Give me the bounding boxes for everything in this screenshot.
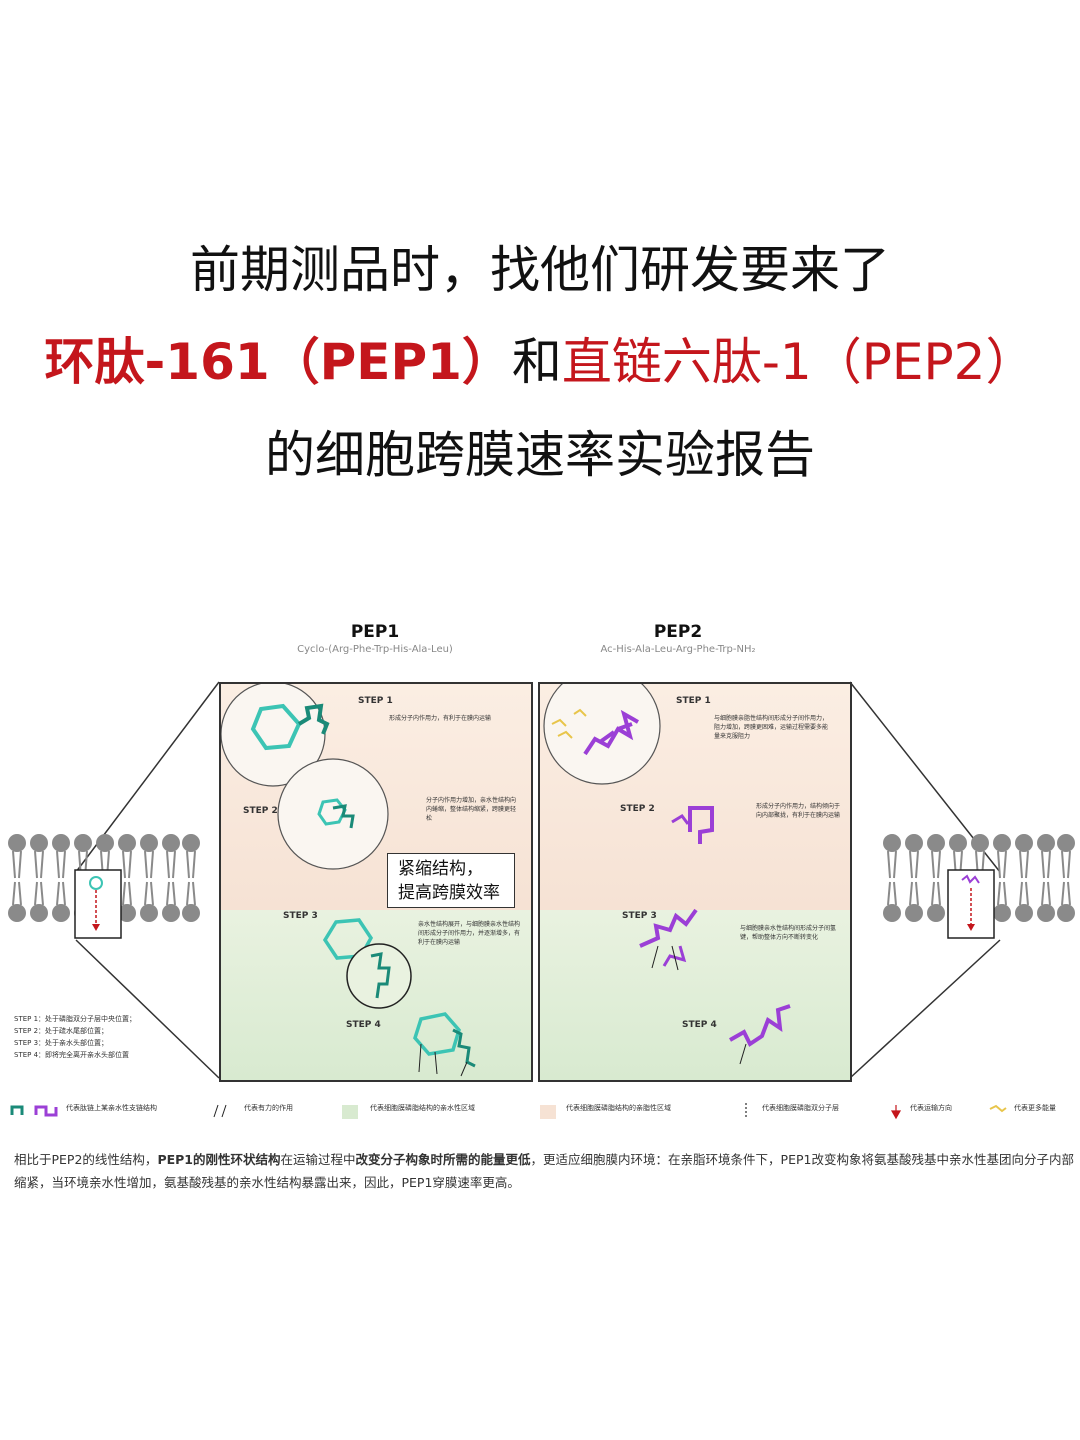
conclusion-emphasis: PEP1的刚性环状结构: [157, 1152, 281, 1167]
heading-pep1-name: 环肽-161（PEP1）: [44, 333, 512, 391]
pep1-step2-note: 分子内作用力增加，亲水性结构向内蜷缩，整体结构缩紧，跨膜更轻松: [426, 797, 517, 822]
step-summary-item: STEP 4：即将完全离开亲水头部位置: [14, 1051, 130, 1059]
hydrophilic-region: [540, 909, 850, 1080]
heading-line-2: 环肽-161（PEP1）和直链六肽-1（PEP2）: [0, 332, 1080, 392]
legend-more-energy: 代表更多能量: [1014, 1104, 1056, 1112]
legend-hydrophilic-region: 代表细胞膜磷脂结构的亲水性区域: [370, 1104, 475, 1112]
step-summary-item: STEP 2：处于疏水尾部位置；: [14, 1027, 109, 1035]
callout-line-2: 提高跨膜效率: [398, 883, 500, 903]
legend-icons: [10, 1103, 1007, 1120]
pep2-title: PEP2: [653, 622, 703, 642]
pep2-step1-note: 与细胞膜亲脂性结构间形成分子间作用力，阻力增加，跨膜更困难，运输过程需要多能量来…: [714, 715, 829, 740]
pep2-step4-label: STEP 4: [682, 1020, 717, 1030]
pep1-step4-label: STEP 4: [346, 1020, 381, 1030]
heading-line-3: 的细胞跨膜速率实验报告: [265, 426, 815, 484]
step-summary: STEP 1：处于磷脂双分子层中央位置； STEP 2：处于疏水尾部位置； ST…: [14, 1013, 136, 1061]
legend-bilayer: 代表细胞膜磷脂双分子层: [762, 1104, 839, 1112]
heading-conjunction: 和: [511, 333, 562, 391]
step-summary-item: STEP 1：处于磷脂双分子层中央位置；: [14, 1015, 137, 1023]
legend-force: 代表有力的作用: [244, 1104, 293, 1112]
pep2-step1-label: STEP 1: [676, 696, 711, 706]
left-membrane-diagram: [8, 834, 200, 939]
pep2-formula: Ac-His-Ala-Leu-Arg-Phe-Trp-NH₂: [600, 644, 756, 655]
conclusion-part: 在运输过程中: [280, 1152, 356, 1167]
callout-box: 紧缩结构， 提高跨膜效率: [387, 853, 515, 908]
pep1-step3-note: 亲水性结构展开，与细胞膜亲水性结构间形成分子间作用力，并逐渐增多，有利于在膜内运…: [418, 921, 521, 946]
conclusion-emphasis: 改变分子构象时所需的能量更低: [355, 1152, 531, 1167]
callout-line-1: 紧缩结构，: [398, 859, 483, 879]
legend-lipophilic-region: 代表细胞膜磷脂结构的亲脂性区域: [566, 1104, 671, 1112]
conclusion-part: 相比于PEP2的线性结构，: [14, 1152, 158, 1167]
pep2-step3-label: STEP 3: [622, 911, 657, 921]
conclusion-paragraph: 相比于PEP2的线性结构，PEP1的刚性环状结构在运输过程中改变分子构象时所需的…: [14, 1148, 1074, 1194]
heading-pep2-name: 直链六肽-1（PEP2）: [561, 333, 1036, 391]
pep1-step2-label: STEP 2: [243, 806, 278, 816]
pep2-step2-note: 形成分子内作用力，结构倾向于向内部聚拢，有利于在膜内运输: [756, 803, 841, 819]
pep1-step3-label: STEP 3: [283, 911, 318, 921]
legend-hydrophilic-branch: 代表肽链上某亲水性支链结构: [66, 1104, 157, 1112]
pep1-formula: Cyclo-(Arg-Phe-Trp-His-Ala-Leu): [297, 644, 453, 655]
legend-transport-direction: 代表运输方向: [910, 1104, 952, 1112]
pep2-step2-label: STEP 2: [620, 804, 655, 814]
step-summary-item: STEP 3：处于亲水头部位置；: [14, 1039, 109, 1047]
conclusion-part: ，更适应细胞膜内环境：在亲脂环境条件下，PEP1改变构象将氨基酸残基中亲水性基团…: [14, 1152, 1074, 1190]
heading-line-1: 前期测品时，找他们研发要来了: [190, 241, 890, 299]
pep1-title: PEP1: [350, 622, 400, 642]
pep2-panel: STEP 1 与细胞膜亲脂性结构间形成分子间作用力，阻力增加，跨膜更困难，运输过…: [538, 682, 852, 1082]
pep1-molecules: [221, 684, 476, 1077]
pep2-step3-note: 与细胞膜亲水性结构间形成分子间氢键，帮助整体方向不断转变化: [740, 925, 837, 941]
right-membrane-diagram: [883, 834, 1075, 939]
pep1-step1-note: 形成分子内作用力，有利于在膜内运输: [389, 715, 492, 722]
pep1-step1-label: STEP 1: [358, 696, 393, 706]
pep2-molecules: [543, 684, 791, 1065]
